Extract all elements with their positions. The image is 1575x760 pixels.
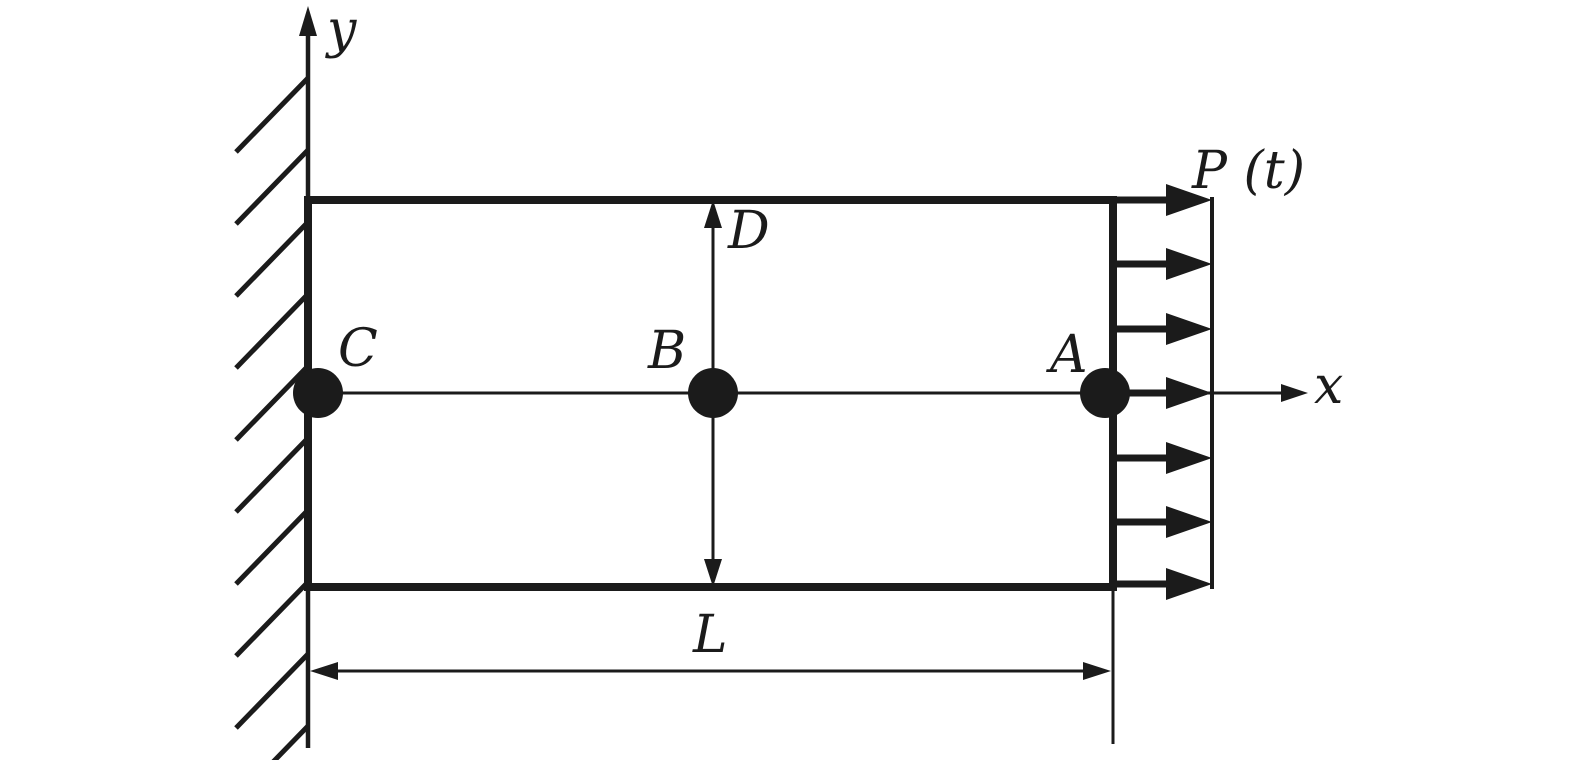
wall-hatching [234, 76, 310, 760]
hatch-line [234, 652, 310, 730]
hatch-line [234, 508, 310, 586]
load-label: P (t) [1191, 141, 1305, 201]
load-arrow [1113, 184, 1212, 216]
hatch-line [271, 724, 310, 760]
depth-arrow-up-icon [704, 200, 722, 228]
point-dot-a [1080, 368, 1130, 418]
x-axis-label: x [1314, 356, 1343, 416]
load-arrow [1113, 442, 1212, 474]
load-arrow [1113, 568, 1212, 600]
hatch-line [234, 364, 310, 442]
length-label: L [692, 605, 728, 665]
point-label-b: B [647, 321, 686, 381]
hatch-line [234, 220, 310, 298]
load-arrow [1113, 313, 1212, 345]
point-label-c: C [338, 319, 378, 379]
hatch-line [234, 292, 310, 370]
hatch-line [234, 76, 310, 154]
point-dot-b [688, 368, 738, 418]
point-label-a: A [1046, 325, 1088, 385]
hatch-line [234, 580, 310, 658]
load-arrow [1113, 248, 1212, 280]
depth-label: D [727, 201, 770, 261]
length-dimension-line [310, 662, 1111, 680]
hatch-line [234, 436, 310, 514]
y-axis-arrow-icon [299, 6, 317, 36]
length-arrow-left-icon [310, 662, 338, 680]
length-arrow-right-icon [1083, 662, 1111, 680]
load-arrow [1113, 506, 1212, 538]
x-axis-arrow-icon [1281, 384, 1308, 402]
y-axis-label: y [325, 0, 357, 60]
point-dot-c [293, 368, 343, 418]
depth-arrow-down-icon [704, 559, 722, 587]
hatch-line [234, 148, 310, 226]
